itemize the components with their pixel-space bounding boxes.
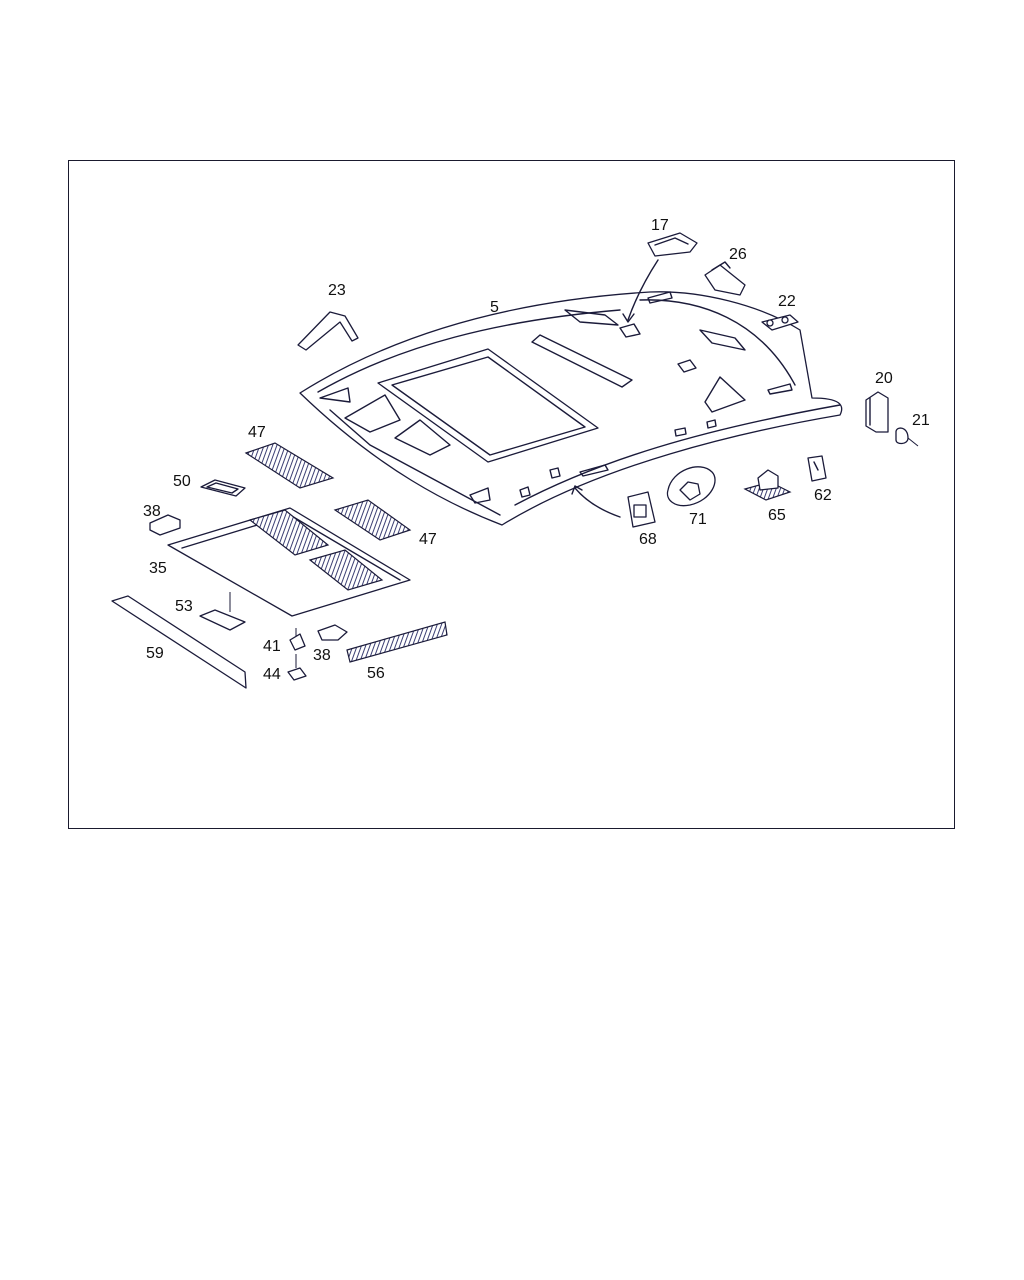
callout-38-top: 38 (143, 503, 161, 520)
part-26[interactable] (704, 261, 746, 296)
part-62[interactable] (807, 455, 827, 482)
part-53[interactable] (199, 609, 246, 631)
callout-53: 53 (175, 598, 193, 615)
part-65[interactable] (743, 469, 792, 501)
callout-65: 65 (768, 507, 786, 524)
part-23[interactable] (297, 311, 359, 351)
callout-59: 59 (146, 645, 164, 662)
callout-47-top: 47 (248, 424, 266, 441)
part-41[interactable] (289, 628, 306, 651)
callout-17: 17 (651, 217, 669, 234)
part-68[interactable] (571, 485, 656, 528)
callout-26: 26 (729, 246, 747, 263)
callout-38-bottom: 38 (313, 647, 331, 664)
sunshade-panel-47-top[interactable] (244, 442, 335, 489)
rail-part-59[interactable] (111, 595, 247, 689)
callout-71: 71 (689, 511, 707, 528)
callout-56: 56 (367, 665, 385, 682)
part-71[interactable] (666, 466, 716, 507)
callout-68: 68 (639, 531, 657, 548)
callout-35: 35 (149, 560, 167, 577)
sunroof-panel-35[interactable] (167, 507, 411, 617)
part-44[interactable] (287, 654, 307, 681)
part-38-bottom[interactable] (317, 624, 348, 641)
part-50[interactable] (200, 479, 246, 497)
part-38-top[interactable] (149, 514, 181, 536)
part-17[interactable] (622, 232, 698, 323)
callout-41: 41 (263, 638, 281, 655)
callout-20: 20 (875, 370, 893, 387)
callout-22: 22 (778, 293, 796, 310)
headliner-part-5[interactable] (299, 291, 843, 526)
diagram-frame (68, 160, 955, 829)
callout-23: 23 (328, 282, 346, 299)
callout-47-right: 47 (419, 531, 437, 548)
callout-62: 62 (814, 487, 832, 504)
rail-part-56[interactable] (346, 621, 448, 663)
callout-5: 5 (490, 299, 499, 316)
part-21[interactable] (895, 427, 919, 447)
part-22[interactable] (761, 314, 799, 331)
sunshade-panel-47-right[interactable] (333, 499, 412, 541)
callout-44: 44 (263, 666, 281, 683)
callout-21: 21 (912, 412, 930, 429)
part-20[interactable] (865, 391, 889, 433)
callout-50: 50 (173, 473, 191, 490)
